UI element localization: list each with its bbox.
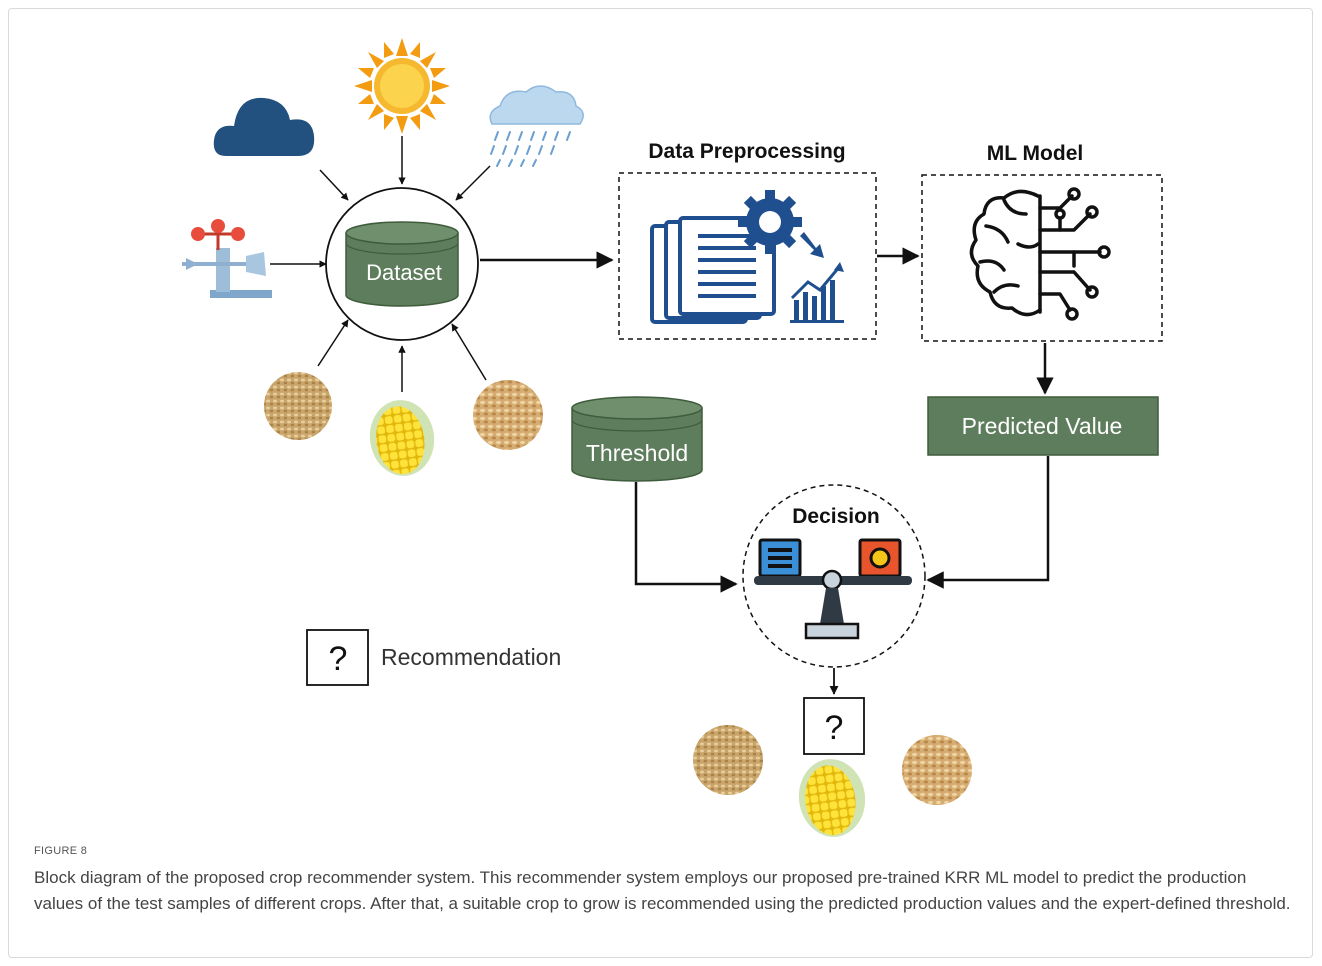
output-question-mark: ? [825,709,844,747]
document-gear-chart-icon [650,190,844,324]
block-diagram: Dataset Data Preprocessing [182,38,1163,837]
brain-circuit-icon [969,187,1111,321]
legend-label: Recommendation [381,644,561,670]
balance-scale-icon [754,538,912,640]
figure-frame [8,8,1313,958]
wheat-icon [902,735,972,805]
grain-icon [264,372,332,440]
corn-icon [369,400,435,476]
cloud-icon [213,97,315,156]
dataset-cylinder [345,221,459,307]
arrow-threshold-to-decision [634,482,738,593]
predicted-value-box [927,396,1159,456]
dataset-label: Dataset [366,260,442,285]
wheat-icon [473,380,543,450]
sun-icon [354,38,450,134]
model-box [921,174,1163,342]
model-title: ML Model [987,142,1083,165]
arrow-predicted-to-decision [926,456,1050,589]
corn-icon [798,759,866,837]
decision-label: Decision [792,505,880,528]
predicted-value-label: Predicted Value [962,413,1123,439]
figure-caption: Block diagram of the proposed crop recom… [34,868,1291,913]
threshold-cylinder [571,396,703,482]
legend-question-mark: ? [329,640,348,678]
weather-vane-icon [182,219,272,298]
threshold-label: Threshold [586,440,688,466]
grain-icon [693,725,763,795]
legend-question-box [306,629,369,686]
rain-cloud-icon [489,85,584,167]
output-question-box [803,697,865,755]
preprocessing-title: Data Preprocessing [648,140,845,163]
input-arrows [270,136,491,392]
figure-label: FIGURE 8 [34,845,88,857]
